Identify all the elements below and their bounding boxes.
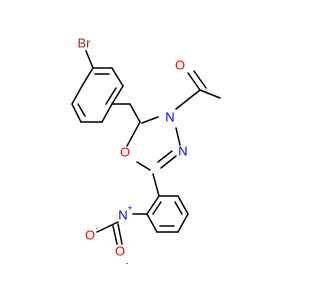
acetyl-nitrogen-label: N xyxy=(165,109,174,124)
bond xyxy=(129,103,141,123)
bond xyxy=(85,50,94,69)
bond xyxy=(141,116,159,124)
bromophenyl-ring xyxy=(71,67,124,123)
bond xyxy=(174,201,183,215)
bond xyxy=(117,223,123,245)
nitro-oxygen-left-label: O xyxy=(85,227,95,242)
bond xyxy=(112,225,118,245)
bond xyxy=(199,89,221,99)
ring-oxygen-label: O xyxy=(120,144,130,159)
molecule-structure: Br O N N O N + O - O - xyxy=(71,35,221,268)
bond xyxy=(193,70,207,89)
bond xyxy=(101,103,113,123)
bond xyxy=(111,85,124,105)
bond xyxy=(146,195,160,215)
nitro-oxygen-bottom-label: O xyxy=(115,243,125,258)
bond xyxy=(177,213,189,233)
molecule-diagram: Br O N N O N + O - O - xyxy=(71,35,221,268)
bond xyxy=(136,161,151,171)
nitro-nitrogen-label: N xyxy=(118,207,127,222)
bond xyxy=(152,173,160,197)
nitro-nitrogen-charge: + xyxy=(127,203,132,213)
bond xyxy=(187,72,201,91)
oxadiazoline-ring xyxy=(126,103,181,171)
acetyl-group xyxy=(175,70,221,110)
bond xyxy=(152,201,162,215)
bond xyxy=(71,85,83,105)
bond xyxy=(157,150,173,163)
nitro-group xyxy=(96,213,148,245)
nitro-oxygen-bottom-charge: - xyxy=(126,258,129,268)
bond xyxy=(175,127,181,146)
bond xyxy=(126,121,141,147)
bond xyxy=(175,89,201,110)
nitrophenyl-ring xyxy=(146,173,189,233)
bond xyxy=(81,67,94,87)
bond xyxy=(160,155,177,169)
bond xyxy=(71,103,82,123)
bond xyxy=(111,67,124,87)
bond xyxy=(96,221,119,233)
carbonyl-oxygen-label: O xyxy=(175,57,185,72)
bond xyxy=(105,87,117,105)
bond xyxy=(77,103,86,117)
ring-nitrogen-label: N xyxy=(178,143,187,158)
nitro-oxygen-left-charge: - xyxy=(96,223,99,233)
bond xyxy=(177,195,189,215)
bond xyxy=(146,213,158,233)
bromine-atom-label: Br xyxy=(78,35,92,50)
